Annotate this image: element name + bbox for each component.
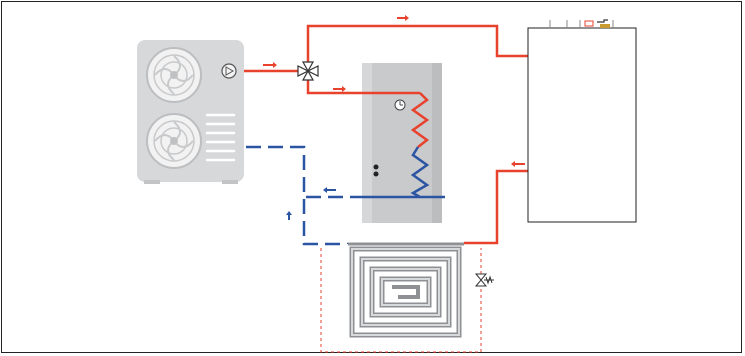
arrow-icon (286, 211, 292, 220)
pump-icon (221, 63, 237, 79)
arrow-icon (263, 62, 277, 68)
hot-water-cylinder (362, 63, 442, 223)
arrow-icon (333, 86, 346, 92)
sensor-dot-icon (373, 164, 379, 170)
arrow-icon (323, 187, 336, 193)
fan-bottom-icon (146, 113, 202, 169)
coil-cold (410, 146, 430, 199)
thermostat-icon (394, 99, 406, 111)
indoor-hydronic-unit (527, 19, 637, 223)
vent-slats (205, 113, 236, 162)
heat-pump-outdoor-unit (137, 40, 244, 184)
underfloor-heating-coil (347, 242, 464, 340)
fan-top-icon (146, 47, 202, 103)
arrow-icon (511, 161, 525, 167)
arrow-icon (397, 15, 409, 21)
sensor-dot-icon (373, 171, 379, 177)
differential-pressure-valve (474, 273, 494, 287)
coil-hot (410, 92, 430, 148)
three-way-valve (297, 61, 319, 81)
